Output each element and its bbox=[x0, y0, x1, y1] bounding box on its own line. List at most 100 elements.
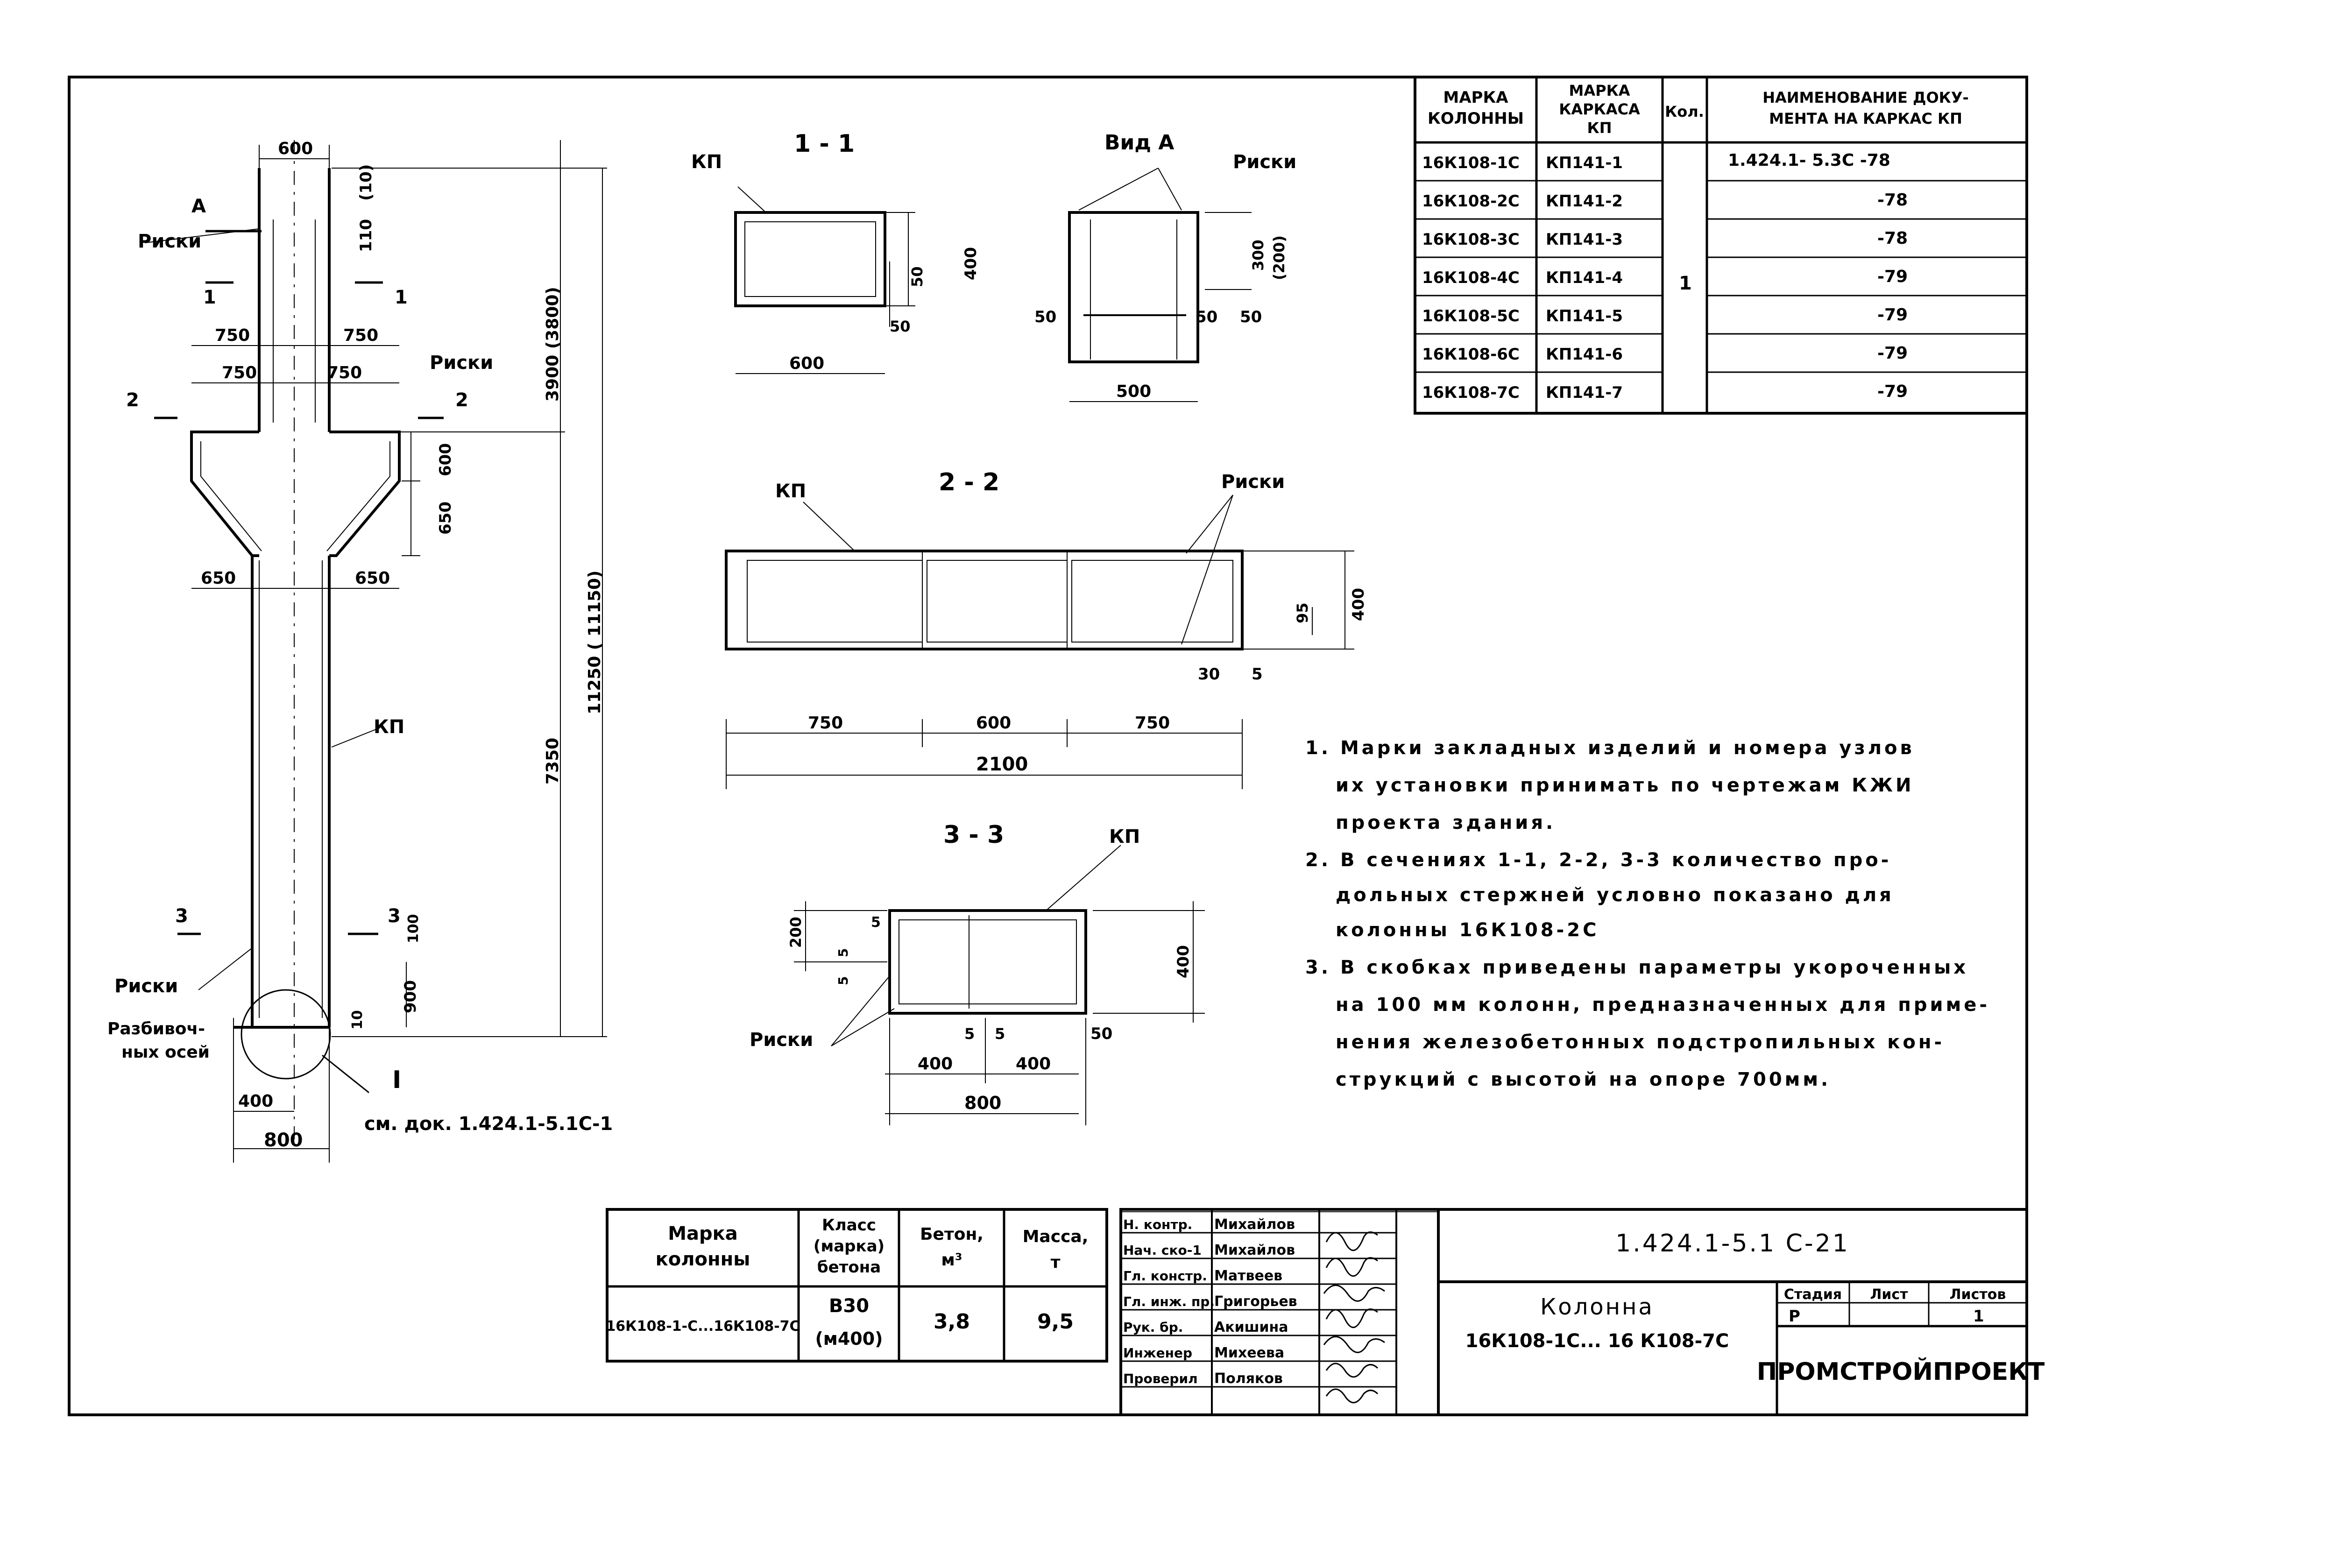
signature-4 bbox=[1325, 1308, 1378, 1328]
view-a-title: Вид А bbox=[1104, 131, 1174, 155]
axes-label-2: ных осей bbox=[121, 1043, 210, 1062]
signature-6 bbox=[1325, 1363, 1379, 1378]
section-3-3-riski: Риски bbox=[750, 1029, 813, 1051]
spec-h-mark-1: Марка bbox=[668, 1223, 738, 1244]
dim-600-v: 600 bbox=[436, 443, 455, 476]
spec-table-text: Марка колонны Класс (марка) бетона Бетон… bbox=[606, 1216, 1088, 1349]
frame-row-7-doc: -79 bbox=[1877, 382, 1908, 401]
view-a-riski: Риски bbox=[1233, 151, 1296, 173]
tb-name-5: Акишина bbox=[1214, 1319, 1288, 1335]
frame-row-6-mark: 16К108-6С bbox=[1422, 345, 1520, 364]
dim-650-l: 650 bbox=[201, 569, 236, 588]
section-3-3-dim-5d: 5 bbox=[964, 1025, 975, 1043]
section-3-3-labels: 3 - 3 КП Риски 200 5 5 5 5 5 400 50 400 … bbox=[750, 821, 1193, 1113]
tb-sheets: 1 bbox=[1973, 1307, 1984, 1326]
spec-h-mark-2: колонны bbox=[656, 1249, 750, 1270]
frame-row-2-doc: -78 bbox=[1877, 191, 1908, 210]
frame-row-1-frame: КП141-1 bbox=[1546, 154, 1623, 172]
section-1-1-labels: 1 - 1 КП 400 50 50 600 bbox=[691, 130, 980, 373]
note-line-7: 3. В скобках приведены параметры укороче… bbox=[1305, 957, 1968, 978]
frame-row-4-frame: КП141-4 bbox=[1546, 268, 1623, 287]
note-line-4: 2. В сечениях 1-1, 2-2, 3-3 количество п… bbox=[1305, 849, 1891, 871]
section-2-2-dim-95: 95 bbox=[1294, 602, 1311, 623]
section-3-3-dim-400v: 400 bbox=[1174, 945, 1193, 978]
dim-10-top: (10) bbox=[357, 164, 375, 201]
signature-3 bbox=[1323, 1285, 1385, 1302]
signature-1 bbox=[1325, 1231, 1378, 1251]
section-3-3-title: 3 - 3 bbox=[943, 821, 1004, 849]
view-arrow-label: А bbox=[191, 196, 206, 217]
frame-row-5-doc: -79 bbox=[1877, 305, 1908, 325]
frame-table-header-frame-3: КП bbox=[1587, 119, 1612, 137]
section-1-1-dim-50a: 50 bbox=[908, 266, 926, 287]
column-elevation-labels: А Риски Риски Риски Разбивоч- ных осей К… bbox=[107, 139, 613, 1151]
section-3-3-dim-800: 800 bbox=[964, 1093, 1001, 1113]
tb-role-5: Рук. бр. bbox=[1123, 1320, 1183, 1335]
dim-top-width: 600 bbox=[278, 139, 313, 158]
section-3-3-dim-5b: 5 bbox=[835, 948, 851, 957]
note-line-10: струкций с высотой на опоре 700мм. bbox=[1336, 1069, 1831, 1090]
frame-row-4-mark: 16К108-4С bbox=[1422, 268, 1520, 287]
section-1-1-dim-600: 600 bbox=[789, 354, 824, 373]
dim-11250: 11250 ( 11150) bbox=[585, 571, 604, 714]
signature-7 bbox=[1325, 1388, 1379, 1404]
spec-h-class-1: Класс bbox=[822, 1216, 876, 1235]
kp-label: КП bbox=[374, 716, 404, 738]
section-2-2-labels: 2 - 2 КП Риски 95 400 30 5 750 600 750 2… bbox=[775, 468, 1368, 775]
section-2-2-dim-750a: 750 bbox=[808, 713, 843, 733]
section-2-2-dim-5: 5 bbox=[1252, 665, 1263, 684]
spec-h-mass-1: Масса, bbox=[1023, 1227, 1089, 1246]
tb-org: ПРОМСТРОЙПРОЕКТ bbox=[1757, 1357, 2045, 1386]
tb-name-4: Григорьев bbox=[1214, 1293, 1297, 1310]
section-2-2 bbox=[725, 494, 1354, 789]
tb-name-7: Поляков bbox=[1214, 1370, 1283, 1387]
frame-row-3-frame: КП141-3 bbox=[1546, 230, 1623, 249]
tb-role-6: Инженер bbox=[1123, 1345, 1192, 1361]
tb-role-3: Гл. констр. bbox=[1123, 1268, 1207, 1284]
note-line-3: проекта здания. bbox=[1336, 812, 1556, 833]
frame-row-1-doc: 1.424.1- 5.3С -78 bbox=[1728, 151, 1890, 170]
cut-2-right: 2 bbox=[455, 389, 468, 411]
dim-7350: 7350 bbox=[543, 738, 562, 784]
view-a-dim-50l: 50 bbox=[1034, 308, 1056, 326]
frame-table-header-mark-2: КОЛОННЫ bbox=[1428, 109, 1524, 128]
frame-row-5-frame: КП141-5 bbox=[1546, 307, 1623, 325]
tb-role-4: Гл. инж. пр. bbox=[1123, 1294, 1215, 1309]
tb-h-sheets: Листов bbox=[1950, 1286, 2006, 1303]
tb-name-6: Михеева bbox=[1214, 1345, 1284, 1361]
riski-top-label: Риски bbox=[138, 231, 201, 252]
section-1-1 bbox=[734, 186, 915, 374]
frame-table-header-mark: МАРКА bbox=[1443, 88, 1508, 107]
spec-mass: 9,5 bbox=[1037, 1310, 1074, 1334]
section-2-2-dim-400: 400 bbox=[1349, 588, 1368, 621]
dim-650-r: 650 bbox=[355, 569, 390, 588]
dim-800-bottom: 800 bbox=[264, 1130, 303, 1151]
spec-h-class-3: бетона bbox=[817, 1258, 881, 1277]
cut-3-left: 3 bbox=[175, 905, 188, 927]
cut-3-right: 3 bbox=[388, 905, 401, 927]
spec-class-2: (м400) bbox=[815, 1328, 883, 1349]
cut-1-left: 1 bbox=[203, 287, 216, 308]
dim-110: 110 bbox=[357, 219, 375, 252]
section-2-2-dim-2100: 2100 bbox=[976, 754, 1028, 775]
tb-code: 1.424.1-5.1 С-21 bbox=[1615, 1229, 1850, 1257]
frame-table-qty: 1 bbox=[1679, 273, 1692, 294]
notes: 1. Марки закладных изделий и номера узло… bbox=[1305, 737, 1987, 1090]
view-a-dim-200: (200) bbox=[1270, 235, 1288, 280]
dim-650-v: 650 bbox=[436, 501, 455, 535]
note-line-6: колонны 16К108-2С bbox=[1336, 919, 1599, 941]
title-block-text: Н. контр. Михайлов Нач. ско-1 Михайлов Г… bbox=[1123, 1216, 2045, 1387]
note-line-2: их установки принимать по чертежам КЖИ bbox=[1336, 775, 1914, 796]
section-2-2-dim-750b: 750 bbox=[1135, 713, 1170, 733]
spec-h-mass-2: т bbox=[1051, 1253, 1061, 1272]
signature-5 bbox=[1323, 1336, 1385, 1353]
section-3-3 bbox=[794, 845, 1205, 1125]
frame-table-header-frame: МАРКА bbox=[1569, 82, 1630, 99]
dim-750-d: 750 bbox=[327, 363, 362, 382]
sheet-frame bbox=[68, 76, 2028, 1416]
spec-h-concrete-1: Бетон, bbox=[920, 1225, 984, 1244]
tb-role-2: Нач. ско-1 bbox=[1123, 1243, 1202, 1258]
view-a-dim-300: 300 bbox=[1249, 240, 1267, 271]
section-3-3-dim-50: 50 bbox=[1090, 1024, 1112, 1043]
